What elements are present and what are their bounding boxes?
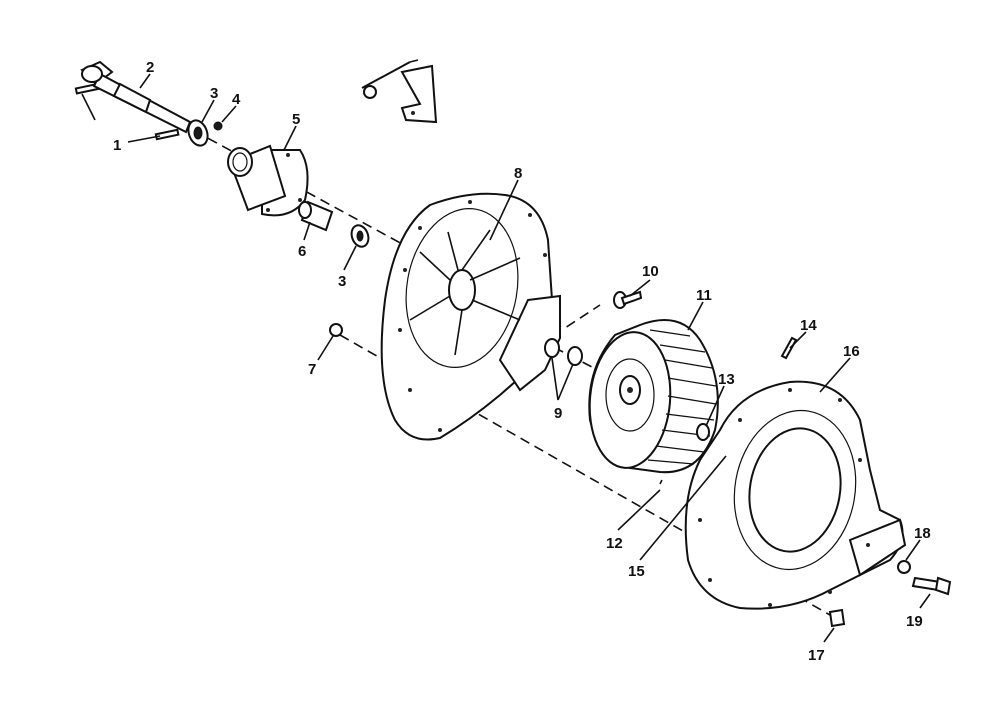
callout-3-upper: 3: [210, 85, 218, 102]
part-17-bolt: [828, 608, 846, 628]
callout-17: 17: [808, 647, 825, 664]
callout-11: 11: [696, 287, 712, 304]
part-9-washers: [544, 338, 583, 366]
callout-10: 10: [642, 263, 659, 280]
part-18-nut: [897, 560, 911, 574]
linkage-assembly: [361, 59, 438, 124]
callout-labels: 1 2 3 3 4 5 6 7 8 9 10 11 12 13 14 15 16…: [113, 59, 931, 664]
part-10-bolt: [613, 290, 643, 309]
callout-8: 8: [514, 165, 522, 182]
callout-13: 13: [718, 371, 735, 388]
callout-12: 12: [606, 535, 623, 552]
callout-9: 9: [554, 405, 562, 422]
callout-16: 16: [843, 343, 860, 360]
part-3-bearing-upper: [187, 119, 209, 147]
callout-3-lower: 3: [338, 273, 346, 290]
leader-lines: [81, 73, 931, 643]
callout-15: 15: [628, 563, 645, 580]
part-16-front-cover: [684, 380, 907, 610]
callout-5: 5: [292, 111, 300, 128]
part-14-screw: [780, 336, 798, 360]
part-4-nut: [213, 121, 223, 131]
callout-6: 6: [298, 243, 306, 260]
callout-14: 14: [800, 317, 817, 334]
part-3-bearing-lower: [350, 224, 370, 248]
part-8-back-housing: [380, 192, 561, 441]
callout-1: 1: [113, 137, 121, 154]
callout-4: 4: [232, 91, 241, 108]
callout-18: 18: [914, 525, 931, 542]
callout-19: 19: [906, 613, 923, 630]
part-7-nut: [329, 323, 343, 337]
part-2-shaft: [80, 60, 192, 134]
part-6-sleeve: [298, 200, 334, 232]
part-5-bearing-housing: [227, 144, 309, 217]
part-13-washer: [696, 423, 710, 441]
callout-2: 2: [146, 59, 154, 76]
callout-7: 7: [308, 361, 316, 378]
part-19-bolt: [911, 576, 952, 596]
part-11-fan-wheel: [588, 319, 719, 474]
